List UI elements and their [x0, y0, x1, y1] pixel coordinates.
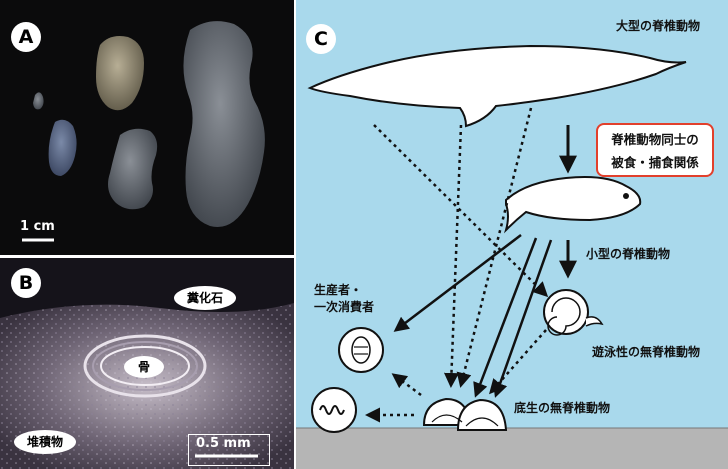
panel-a-coprolite-photo: A 1 cm	[0, 0, 294, 255]
producers-line-1: 生産者・	[314, 282, 374, 299]
producer-icon-1	[339, 328, 383, 372]
specimen-tan	[96, 36, 144, 110]
scale-label-b: 0.5 mm	[196, 436, 251, 451]
panel-letter-b: B	[11, 268, 41, 298]
coprolite-specimens	[0, 0, 294, 255]
label-bone: 骨	[124, 356, 164, 378]
specimen-tiny	[33, 92, 44, 109]
small-vertebrate-icon	[506, 177, 640, 230]
specimen-blue	[49, 120, 77, 176]
panel-b-thin-section: B 糞化石 骨 堆積物 0.5 mm	[0, 258, 294, 469]
specimen-large	[183, 21, 264, 227]
label-large-vertebrate: 大型の脊椎動物	[616, 18, 700, 35]
specimen-middle	[108, 129, 157, 210]
label-swimming-invertebrate: 遊泳性の無脊椎動物	[592, 344, 700, 361]
panel-c-food-web: C 大型の脊椎動物 脊椎動物同士の 被食・捕食関係 小型の脊椎動物 生産者・ 一…	[296, 0, 728, 469]
panel-letter-c: C	[306, 24, 336, 54]
food-web-diagram	[296, 0, 728, 469]
swimming-invertebrate-icon	[544, 290, 602, 335]
predation-relationship-box: 脊椎動物同士の 被食・捕食関係	[596, 123, 714, 177]
label-benthic-invertebrate: 底生の無脊椎動物	[514, 400, 610, 417]
label-sediment: 堆積物	[14, 430, 76, 454]
label-producers: 生産者・ 一次消費者	[314, 282, 374, 316]
predation-line-2: 被食・捕食関係	[598, 151, 712, 174]
producer-icon-2	[312, 388, 356, 432]
panel-letter-a: A	[11, 22, 41, 52]
predation-line-1: 脊椎動物同士の	[598, 128, 712, 151]
seafloor	[296, 428, 728, 469]
label-small-vertebrate: 小型の脊椎動物	[586, 246, 670, 263]
large-vertebrate-icon	[310, 46, 686, 126]
producers-line-2: 一次消費者	[314, 299, 374, 316]
benthic-invertebrate-icon	[424, 399, 506, 430]
scale-label-a: 1 cm	[20, 219, 55, 234]
label-coprolite: 糞化石	[174, 286, 236, 310]
